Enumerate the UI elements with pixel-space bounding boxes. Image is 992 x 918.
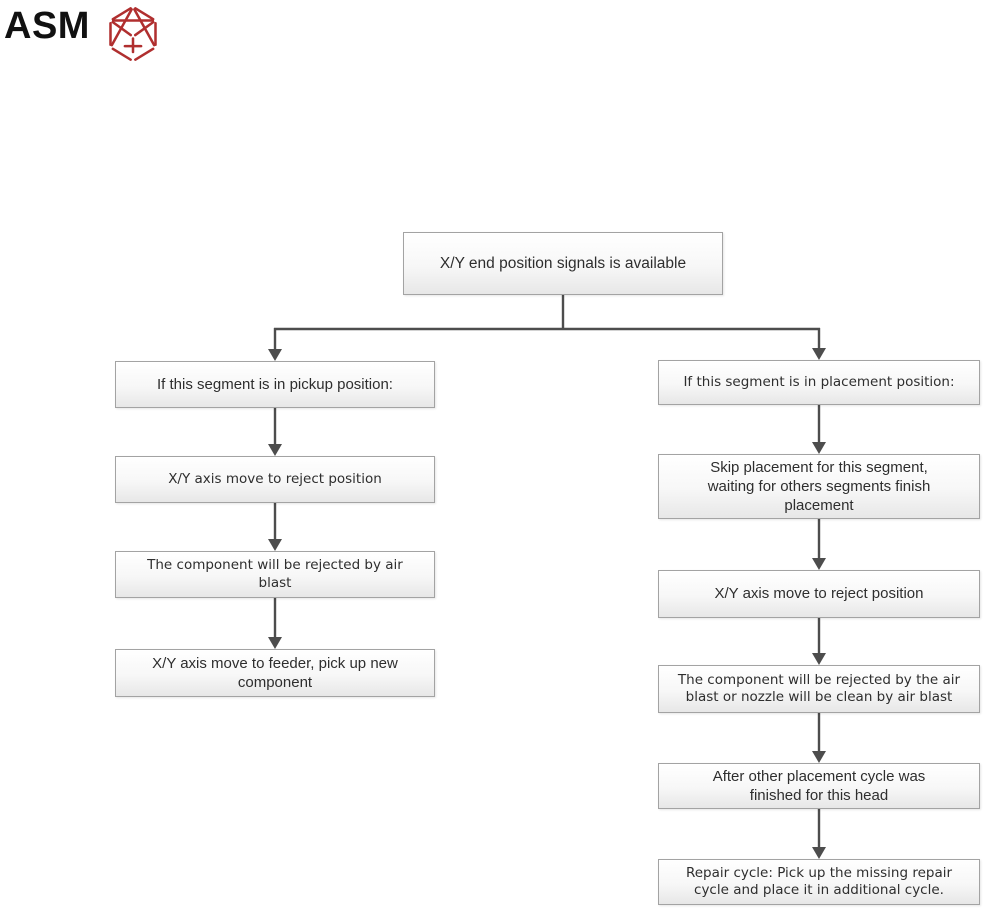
flow-node-placement-condition: If this segment is in placement position…	[658, 360, 980, 405]
flow-node-label: If this segment is in placement position…	[683, 373, 955, 390]
flow-node-label: The component will be rejected by the ai…	[677, 671, 961, 705]
arrowhead-down-icon	[812, 558, 826, 570]
flow-node-pickup-move-reject: X/Y axis move to reject position	[115, 456, 435, 503]
flow-node-placement-move-reject: X/Y axis move to reject position	[658, 570, 980, 618]
arrowhead-down-icon	[812, 847, 826, 859]
flow-node-pickup-air-blast: The component will be rejected by air bl…	[115, 551, 435, 598]
flow-node-label: Skip placement for this segment, waiting…	[707, 458, 931, 515]
arrowhead-down-icon	[268, 349, 282, 361]
flow-node-repair-cycle: Repair cycle: Pick up the missing repair…	[658, 859, 980, 905]
flow-node-placement-air-blast: The component will be rejected by the ai…	[658, 665, 980, 713]
flow-node-pickup-condition: If this segment is in pickup position:	[115, 361, 435, 408]
logo: ASM	[4, 6, 160, 64]
flow-node-label: If this segment is in pickup position:	[157, 375, 393, 393]
arrowhead-down-icon	[812, 442, 826, 454]
flow-node-label: X/Y axis move to reject position	[168, 470, 382, 487]
flow-node-root: X/Y end position signals is available	[403, 232, 723, 295]
asm-hexagon-icon	[109, 7, 157, 61]
arrowhead-down-icon	[268, 637, 282, 649]
arrowhead-down-icon	[268, 539, 282, 551]
asm-logo-text: ASM	[4, 5, 90, 47]
arrowhead-down-icon	[268, 444, 282, 456]
flow-node-label: X/Y axis move to feeder, pick up new com…	[152, 654, 398, 691]
arrowhead-down-icon	[812, 653, 826, 665]
flow-node-label: X/Y end position signals is available	[439, 254, 687, 272]
flow-node-after-placement-cycle: After other placement cycle was finished…	[658, 763, 980, 809]
flow-node-label: After other placement cycle was finished…	[712, 767, 926, 804]
arrowhead-down-icon	[812, 348, 826, 360]
flow-node-skip-placement: Skip placement for this segment, waiting…	[658, 454, 980, 519]
arrowhead-down-icon	[812, 751, 826, 763]
flow-node-label: The component will be rejected by air bl…	[147, 557, 403, 591]
flow-node-label: Repair cycle: Pick up the missing repair…	[685, 864, 953, 898]
flow-node-label: X/Y axis move to reject position	[714, 585, 924, 603]
flow-node-pickup-move-feeder: X/Y axis move to feeder, pick up new com…	[115, 649, 435, 697]
